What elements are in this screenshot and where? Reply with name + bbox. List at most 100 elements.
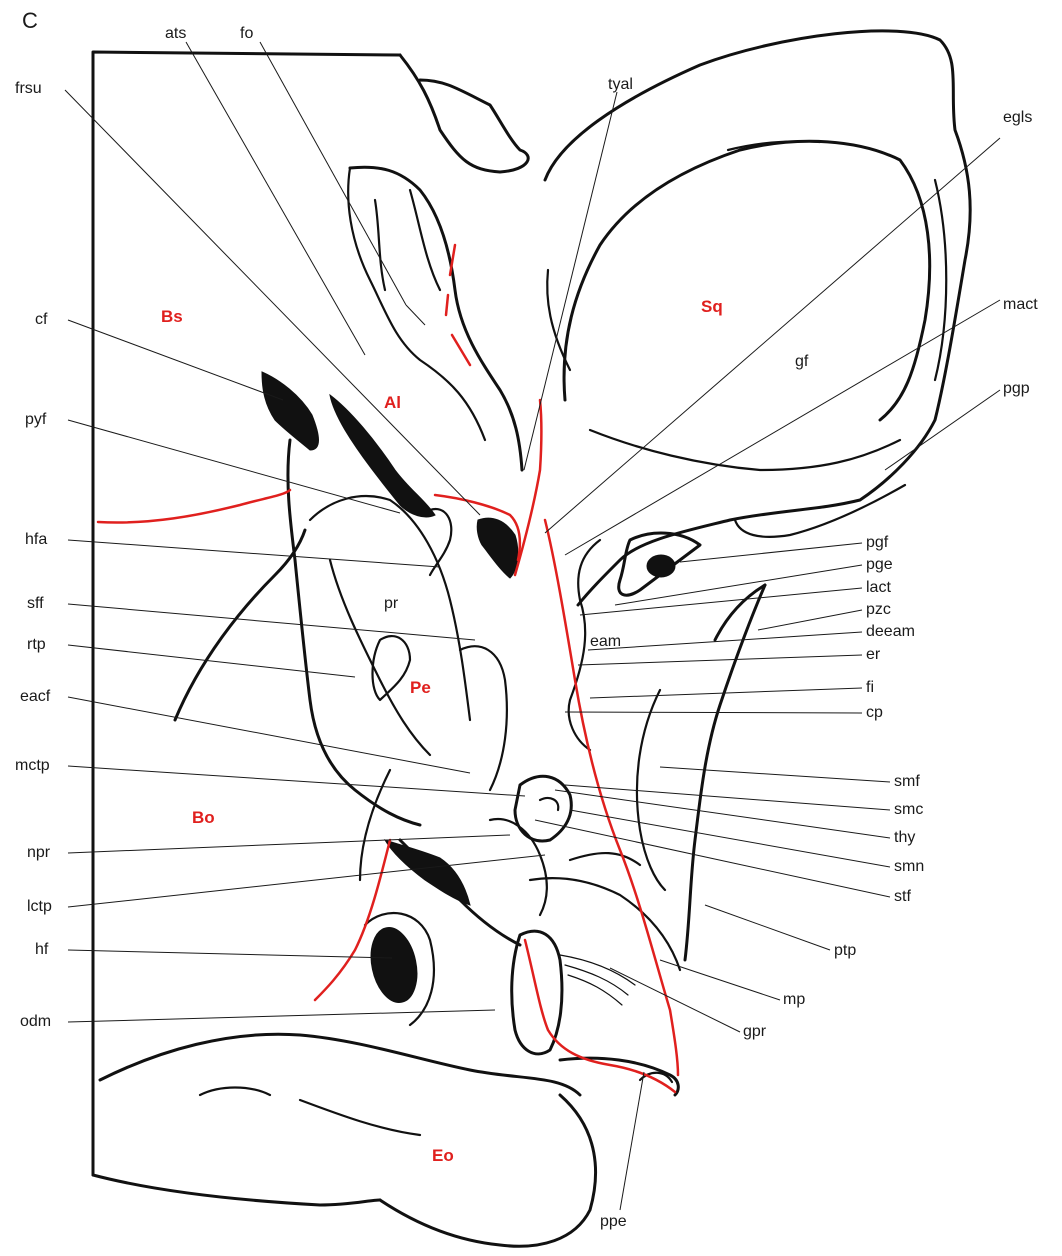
leader-fo-2 [405,304,426,326]
bone-label-pe: Pe [410,678,431,697]
label-rtp: rtp [27,636,46,653]
hf-rim [363,911,435,1027]
bone-label-eo: Eo [432,1146,454,1165]
label-stf: stf [894,888,911,905]
leader-eacf [67,696,471,774]
label-fi: fi [866,679,874,696]
basioccipital-edge [173,528,307,722]
leader-fi [589,687,863,699]
label-odm: odm [20,1013,51,1030]
alisphenoid-outline [348,165,524,472]
leader-pge [614,564,863,606]
label-mctp: mctp [15,757,50,774]
alisphenoid-ridge [373,198,387,292]
leader-lines [64,41,1001,1211]
gpr-striations [559,954,636,1006]
leader-pzc [757,609,863,631]
leader-mctp [67,765,526,797]
label-egls: egls [1003,109,1032,126]
label-smc: smc [894,801,923,818]
label-fo: fo [240,25,253,42]
leader-egls [544,137,1001,534]
postglenoid-foramen [646,554,676,578]
exoccipital-lobe [378,1093,598,1248]
leader-cp [564,711,863,714]
leader-thy [554,789,891,839]
label-hfa: hfa [25,531,47,548]
hypoglossal-foramen [370,927,418,1003]
pe-sq-suture [433,493,522,562]
condyle-suture [523,938,677,1094]
eo-ridge [198,1086,272,1097]
bs-bo-suture [96,488,292,524]
sq-ex-suture [543,518,680,1077]
hfa-process [428,507,453,577]
stylomastoid-region [513,774,573,843]
label-tyal: tyal [608,76,633,93]
label-thy: thy [894,829,915,846]
leader-tyal [523,91,618,471]
label-pgf: pgf [866,534,889,551]
exoccipital-upper [98,1032,582,1097]
pyriform-fenestra [329,393,436,518]
glenoid-side [933,178,948,382]
ppe-edge [558,1056,680,1097]
leader-mact [564,299,1001,556]
midline-frame [91,50,402,1177]
leader-lctp [67,854,546,908]
squamosal-crest [726,140,822,152]
label-deeam: deeam [866,623,915,640]
leader-pyf [67,419,401,514]
leader-rtp [67,644,356,678]
label-er: er [866,646,881,663]
squamosal-outline [543,29,972,607]
alisphenoid-ridge-2 [408,188,442,292]
leader-odm [67,1009,496,1023]
alisphenoid-inner [347,166,487,442]
leader-ptp [704,904,831,951]
leader-npr [67,834,511,854]
al-sq-suture [513,398,543,577]
leader-er [577,654,863,666]
leader-mp [659,959,781,1001]
leader-deeam [587,631,863,651]
label-ats: ats [165,25,186,42]
bone-labels: Bs Al Sq Pe Bo Eo [161,297,723,1165]
anatomy-labels: ats fo tyal frsu egls cf mact gf pgp pyf… [15,25,1038,1230]
leader-pgf [679,542,863,563]
bone-label-bs: Bs [161,307,183,326]
occipital-condyle [510,929,564,1056]
postglenoid-process [617,531,702,597]
leader-hf [67,949,393,959]
leader-pgp [884,389,1001,471]
leader-stf [534,819,891,898]
panel-letter: C [22,8,38,33]
eo-ridge-2 [298,1098,422,1137]
label-gpr: gpr [743,1023,767,1040]
suprameatal-crest [635,688,667,892]
postglenoid-edge [733,483,907,538]
leader-smn [569,809,891,868]
label-eam: eam [590,633,621,650]
stylomastoid-notch [538,796,560,812]
pe-lateral [458,645,508,792]
glenoid-fossa-rim [562,139,932,422]
promontorium [308,495,472,722]
npr-ridge [358,768,392,882]
label-sff: sff [27,595,44,612]
alisphenoid-crest [398,53,530,174]
leader-fo [259,41,407,306]
label-lctp: lctp [27,898,52,915]
label-npr: npr [27,844,51,861]
dashed-suture [444,243,472,367]
pzc-inner [713,583,767,642]
tympanic-opening [476,517,519,579]
label-smf: smf [894,773,920,790]
leader-smf [659,766,891,783]
label-pge: pge [866,556,893,573]
leader-gpr [609,967,741,1033]
label-ptp: ptp [834,942,856,959]
label-smn: smn [894,858,924,875]
bone-label-sq: Sq [701,297,723,316]
